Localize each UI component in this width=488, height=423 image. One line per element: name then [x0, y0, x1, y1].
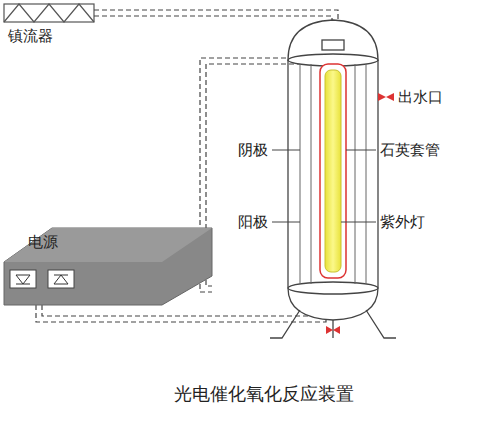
- leader-lines: [272, 150, 376, 222]
- uv-lamp: [325, 70, 341, 272]
- part-label: 阴极: [238, 142, 268, 159]
- electrodes: [300, 64, 366, 284]
- reactor-vessel: [270, 20, 396, 338]
- caption: 光电催化氧化反应装置: [174, 382, 354, 406]
- part-label: 石英套管: [380, 142, 440, 159]
- part-label: 电源: [28, 234, 58, 251]
- ballast: [4, 4, 94, 22]
- part-label: 阳极: [238, 214, 268, 231]
- part-label: 出水口: [398, 89, 443, 106]
- quartz-sleeve: [320, 64, 346, 278]
- power-supply: [4, 228, 212, 305]
- part-label: 紫外灯: [380, 214, 425, 231]
- part-label: 镇流器: [8, 28, 53, 45]
